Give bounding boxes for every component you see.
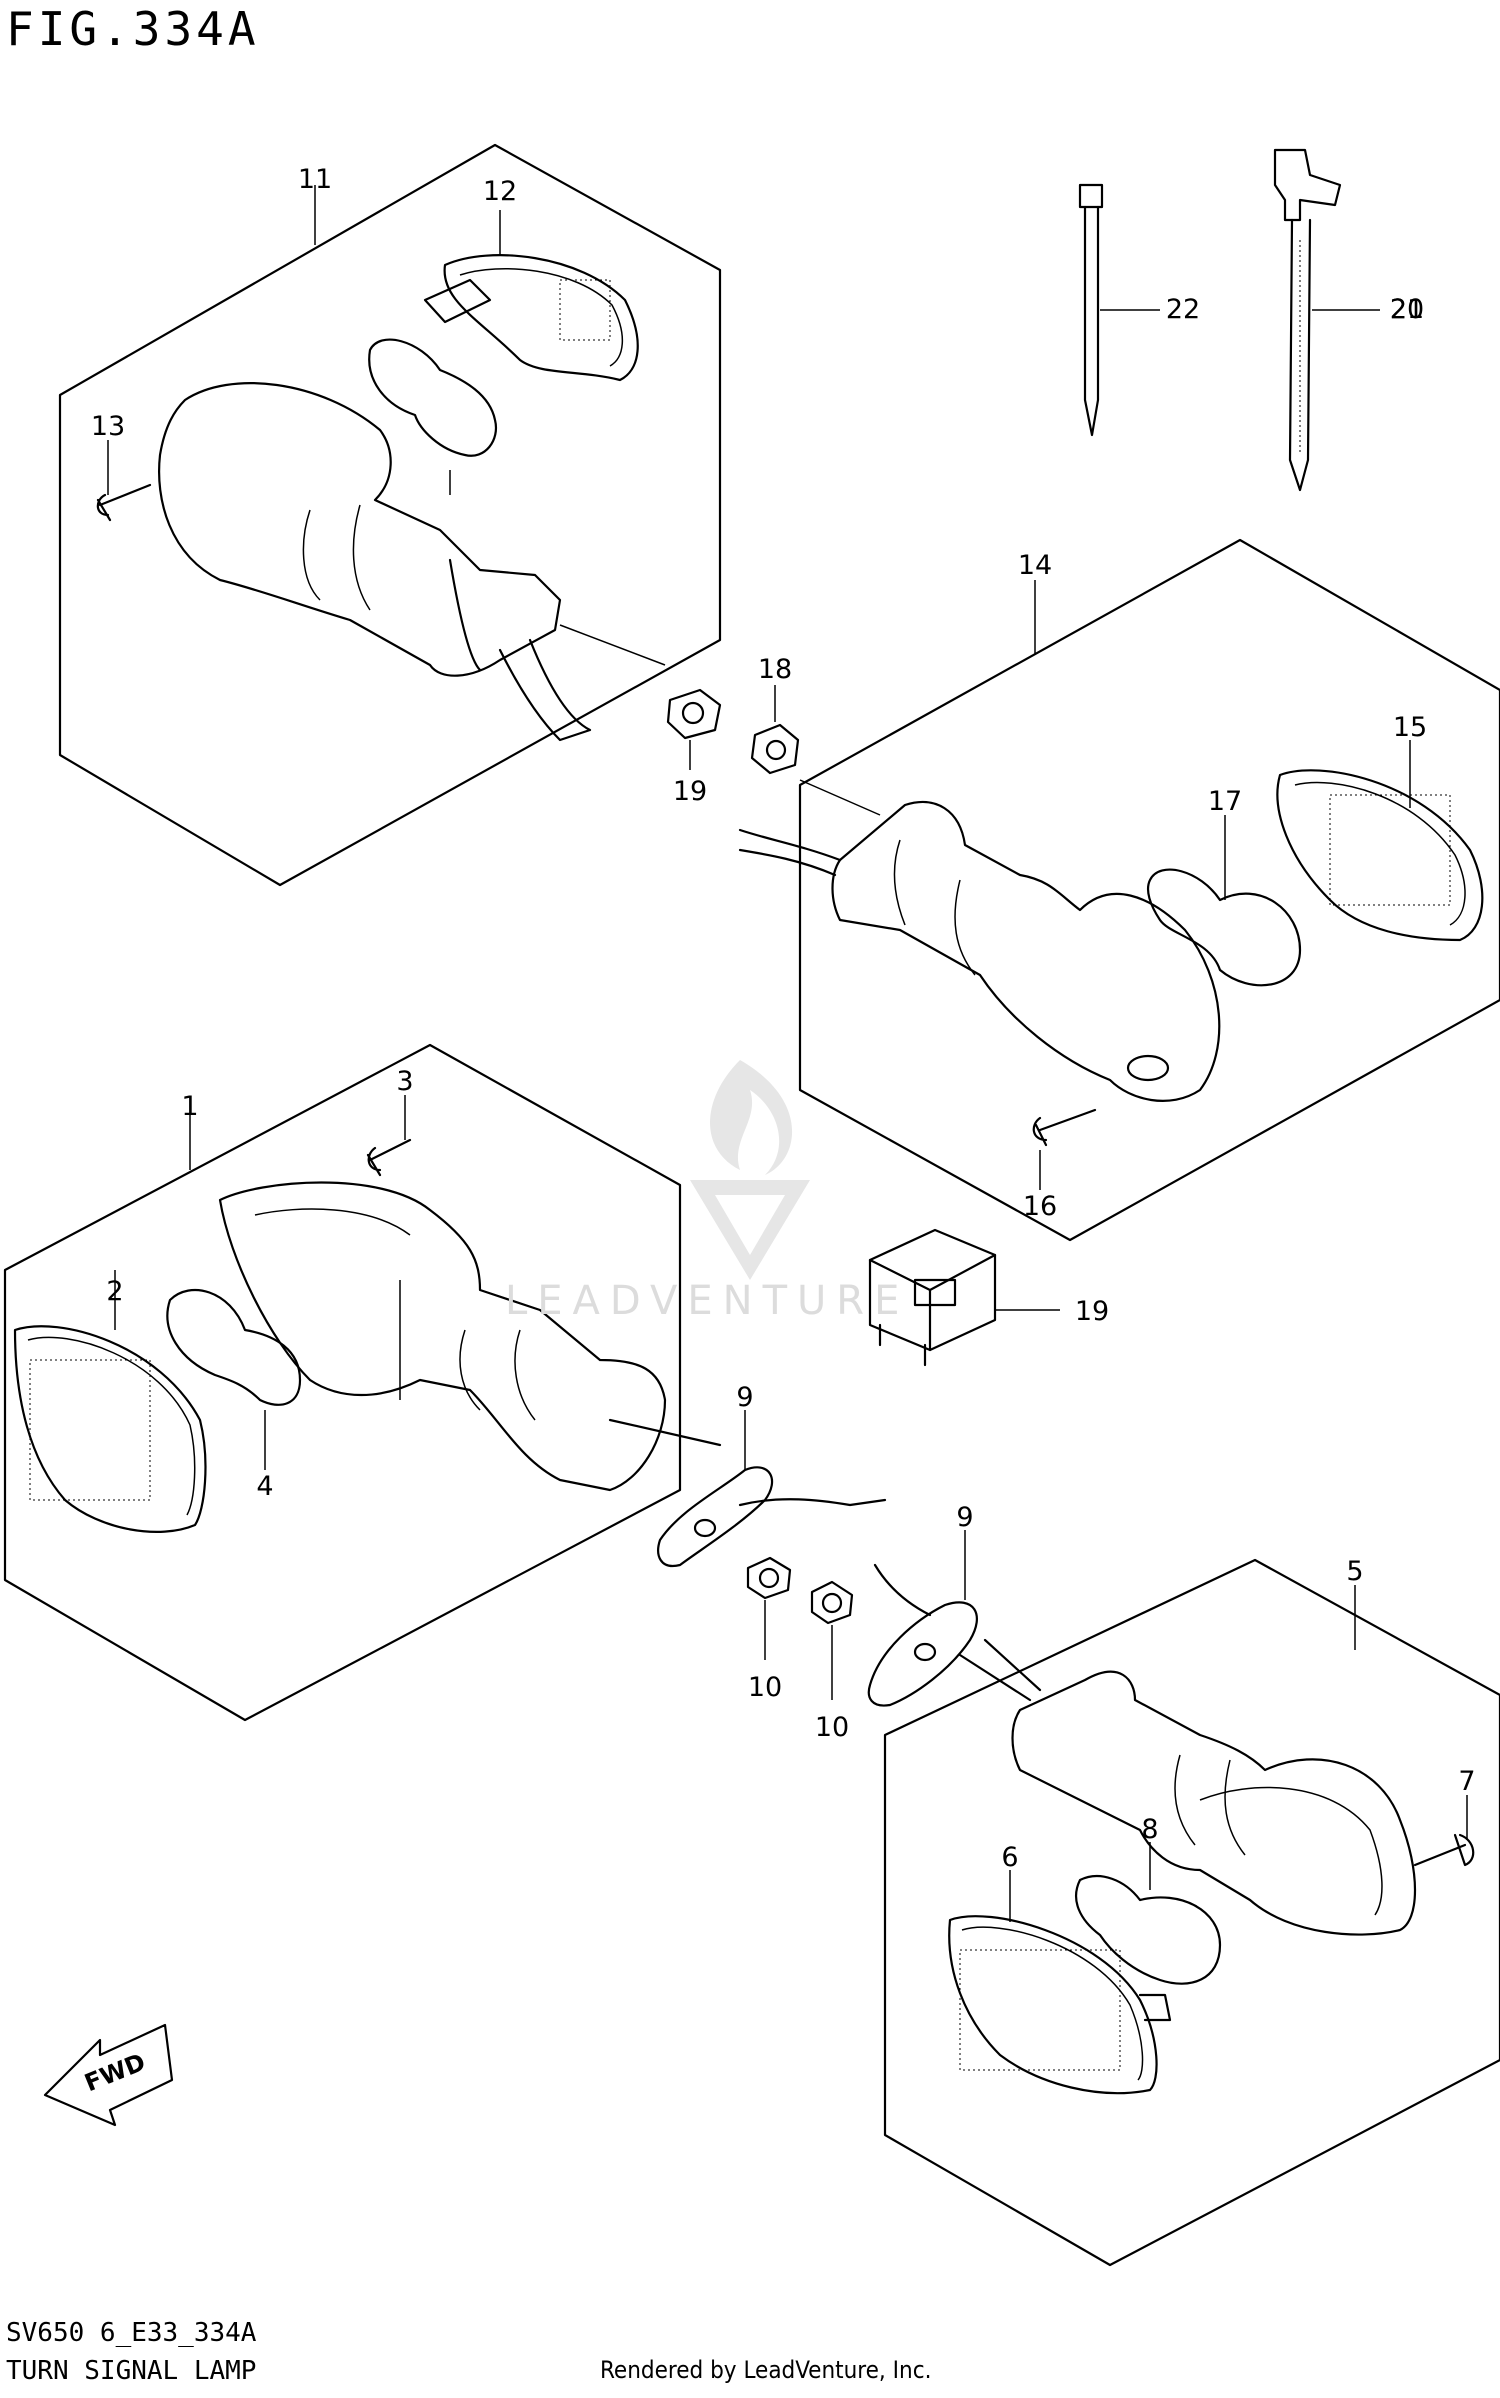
callout-1: 1 [181,1091,198,1122]
part-9-grommet-a [657,1410,887,1568]
callout-21: 21 [1390,294,1424,325]
assembly-5-front-right-lamp [883,1558,1500,2267]
callout-2: 2 [106,1276,123,1307]
callout-22: 22 [1166,294,1200,325]
callout-10: 10 [748,1672,782,1703]
callout-9: 9 [956,1502,973,1533]
diagram-name: TURN SIGNAL LAMP [6,2356,257,2386]
callout-12: 12 [483,176,517,207]
figure-title: FIG.334A [6,2,260,56]
callout-19: 19 [673,776,707,807]
callout-7: 7 [1458,1766,1475,1797]
part-19-nut-b [750,685,800,775]
part-10-nut-b [810,1580,854,1700]
callout-13: 13 [91,411,125,442]
watermark-text: LEADVENTURE [505,1278,910,1324]
callout-3: 3 [396,1066,413,1097]
callout-10: 10 [815,1712,849,1743]
watermark-logo [690,1060,810,1280]
callout-18: 18 [758,654,792,685]
fwd-label: FWD [81,2048,150,2097]
callout-4: 4 [256,1471,273,1502]
callout-11: 11 [298,164,332,195]
part-19-nut-a [666,688,722,770]
callout-19: 19 [1075,1296,1109,1327]
callout-9: 9 [736,1382,753,1413]
callout-14: 14 [1018,550,1052,581]
callout-17: 17 [1208,786,1242,817]
part-10-nut-a [746,1556,792,1660]
assembly-11-rear-left-lamp [58,143,722,887]
callout-6: 6 [1001,1842,1018,1873]
callout-16: 16 [1023,1191,1057,1222]
callout-5: 5 [1346,1556,1363,1587]
assembly-15-rear-right-lamp [738,538,1500,1242]
part-21-cable-clamp [1273,148,1380,492]
callout-15: 15 [1393,712,1427,743]
forward-arrow-icon: FWD [43,2023,174,2127]
assembly-1-front-left-lamp [3,1043,722,1722]
part-9-grommet-b [867,1530,978,1707]
rendered-by: Rendered by LeadVenture, Inc. [600,2356,932,2384]
part-20-relay [868,1228,1060,1367]
part-22-cable-tie [1078,183,1160,437]
diagram-code: SV650 6_E33_334A [6,2318,257,2348]
callout-8: 8 [1141,1814,1158,1845]
callout-20: 20 [1390,294,1424,325]
